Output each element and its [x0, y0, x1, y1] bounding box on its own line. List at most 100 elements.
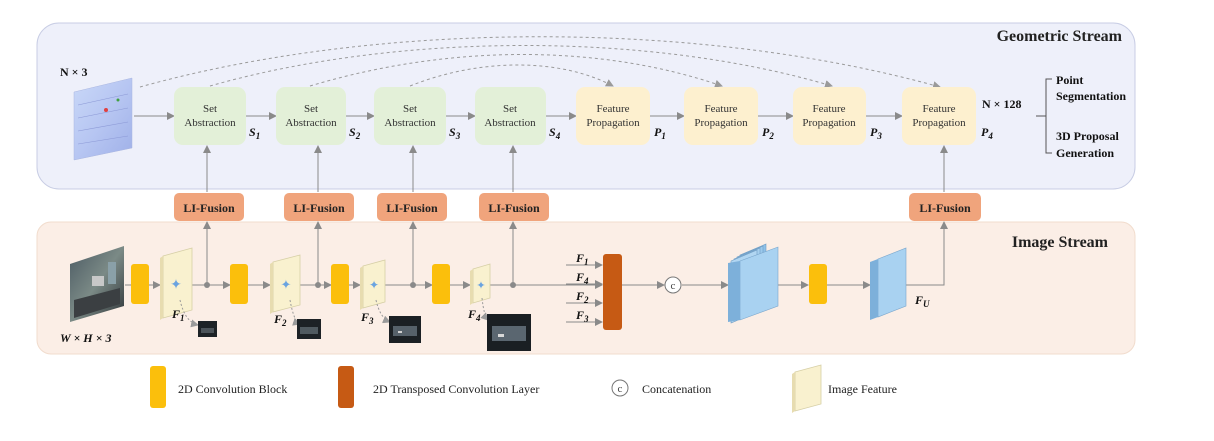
svg-text:✦: ✦	[281, 277, 292, 292]
li-fusion-block-1: LI-Fusion	[174, 193, 244, 221]
legend-image-feature-swatch	[792, 364, 822, 413]
svg-text:Propagation: Propagation	[586, 117, 640, 129]
svg-text:Feature: Feature	[813, 103, 846, 115]
li-fusion-block-3: LI-Fusion	[377, 193, 447, 221]
concat-input-label-2: F4	[575, 270, 589, 286]
li-fusion-block-5: LI-Fusion	[909, 193, 981, 221]
fp-output-label-2: P2	[762, 125, 774, 141]
svg-text:✦: ✦	[476, 280, 485, 292]
thumbnail-4	[487, 314, 531, 351]
svg-text:Propagation: Propagation	[912, 117, 966, 129]
feature-label-2: F2	[273, 312, 287, 328]
fp-output-label-4: P4	[981, 125, 993, 141]
set-abstraction-block-3: Set Abstraction	[374, 87, 446, 145]
li-fusion-block-4: LI-Fusion	[479, 193, 549, 221]
svg-text:c: c	[618, 383, 623, 395]
feature-propagation-block-4: Feature Propagation	[902, 87, 976, 145]
concat-input-arrows	[566, 261, 603, 326]
fp-output-label-3: P3	[870, 125, 882, 141]
feature-label-4: F4	[467, 307, 481, 323]
image-feature-2: ✦	[270, 254, 301, 314]
legend-transposed-label: 2D Transposed Convolution Layer	[373, 382, 539, 396]
svg-text:LI-Fusion: LI-Fusion	[183, 201, 235, 215]
concat-input-label-4: F3	[575, 308, 589, 324]
fusion-connectors	[203, 145, 948, 286]
svg-text:Abstraction: Abstraction	[184, 117, 236, 129]
point-cloud-size-label: N × 3	[60, 65, 88, 79]
image-feature-1: ✦	[160, 247, 193, 320]
output-bracket	[1036, 78, 1052, 154]
sa-output-label-4: S4	[549, 125, 561, 141]
conv-block-3	[331, 264, 349, 304]
svg-text:LI-Fusion: LI-Fusion	[919, 201, 971, 215]
svg-text:Propagation: Propagation	[802, 117, 856, 129]
svg-text:LI-Fusion: LI-Fusion	[488, 201, 540, 215]
image-feature-3: ✦	[360, 259, 386, 310]
conv-block-5	[809, 264, 827, 304]
svg-text:Feature: Feature	[923, 103, 956, 115]
svg-text:Set: Set	[503, 103, 517, 115]
output-size-label: N × 128	[982, 97, 1022, 111]
conv-blocks	[131, 264, 827, 304]
concatenation-symbol: c	[664, 276, 682, 294]
output-point-segmentation-line2: Segmentation	[1056, 89, 1126, 103]
sa-output-label-1: S1	[249, 125, 260, 141]
legend-concat-symbol: c	[611, 379, 629, 397]
feature-propagation-block-2: Feature Propagation	[684, 87, 758, 145]
svg-text:Abstraction: Abstraction	[484, 117, 536, 129]
feature-propagation-block-1: Feature Propagation	[576, 87, 650, 145]
set-abstraction-block-2: Set Abstraction	[276, 87, 346, 145]
legend-concat-label: Concatenation	[642, 382, 711, 396]
li-fusion-block-2: LI-Fusion	[284, 193, 354, 221]
thumbnail-1	[198, 321, 217, 337]
fp-output-label-1: P1	[654, 125, 666, 141]
skip-connections	[139, 36, 941, 89]
final-feature-label: FU	[914, 293, 930, 309]
svg-text:Set: Set	[304, 103, 318, 115]
image-size-label: W × H × 3	[60, 331, 111, 345]
transposed-conv-layer	[603, 254, 622, 330]
legend-conv-label: 2D Convolution Block	[178, 382, 287, 396]
svg-text:✦: ✦	[369, 278, 379, 292]
legend: 2D Convolution Block 2D Transposed Convo…	[150, 364, 897, 413]
sa-output-label-3: S3	[449, 125, 461, 141]
output-proposal-generation-line1: 3D Proposal	[1056, 129, 1119, 143]
svg-text:Set: Set	[403, 103, 417, 115]
svg-text:LI-Fusion: LI-Fusion	[293, 201, 345, 215]
svg-text:Abstraction: Abstraction	[384, 117, 436, 129]
final-feature-map	[870, 247, 907, 320]
sa-output-label-2: S2	[349, 125, 361, 141]
thumbnail-3	[389, 316, 421, 343]
concat-input-label-1: F1	[575, 251, 589, 267]
concat-input-label-3: F2	[575, 289, 589, 305]
output-proposal-generation-line2: Generation	[1056, 146, 1114, 160]
set-abstraction-block-4: Set Abstraction	[475, 87, 546, 145]
svg-text:LI-Fusion: LI-Fusion	[386, 201, 438, 215]
legend-transposed-swatch	[338, 366, 354, 408]
feature-propagation-block-3: Feature Propagation	[793, 87, 866, 145]
point-cloud-input	[73, 77, 133, 161]
image-feature-4: ✦	[470, 263, 491, 305]
stacked-feature-maps	[728, 243, 779, 324]
feature-label-1: F1	[171, 307, 185, 323]
conv-block-1	[131, 264, 149, 304]
svg-text:Set: Set	[203, 103, 217, 115]
svg-text:Feature: Feature	[597, 103, 630, 115]
junction-dots	[204, 282, 516, 288]
camera-image-input	[70, 246, 124, 322]
thumbnail-2	[297, 319, 321, 339]
feature-label-3: F3	[360, 310, 374, 326]
output-point-segmentation-line1: Point	[1056, 73, 1083, 87]
legend-image-feature-label: Image Feature	[828, 382, 897, 396]
svg-text:c: c	[671, 280, 676, 292]
svg-text:Propagation: Propagation	[694, 117, 748, 129]
set-abstraction-block-1: Set Abstraction	[174, 87, 246, 145]
svg-text:Abstraction: Abstraction	[285, 117, 337, 129]
svg-text:✦: ✦	[170, 278, 182, 293]
geometric-stream-title: Geometric Stream	[997, 28, 1123, 45]
image-stream-title: Image Stream	[1012, 234, 1109, 251]
conv-block-4	[432, 264, 450, 304]
svg-text:Feature: Feature	[705, 103, 738, 115]
conv-block-2	[230, 264, 248, 304]
